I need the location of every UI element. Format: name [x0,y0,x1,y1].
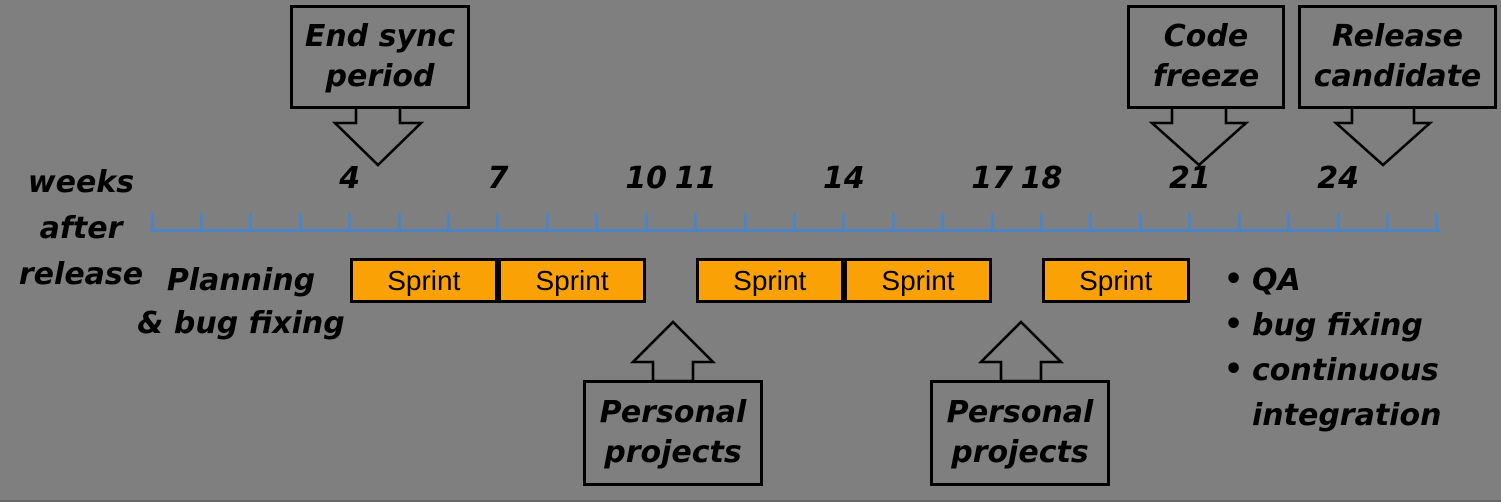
timeline-tick-week-1 [199,213,203,231]
personal-projects-1-line-2: projects [604,435,742,470]
sprint-box-3: Sprint [695,258,844,303]
week-label-11: 11 [674,161,717,196]
release-candidate-down-arrow-icon [1332,104,1434,167]
timeline-tick-week-13 [792,213,796,231]
timeline-tick-week-26 [1435,213,1439,231]
axis-caption-line-3: release [18,257,144,292]
timeline-tick-week-20 [1138,213,1142,231]
week-label-21: 21 [1168,161,1211,196]
timeline-tick-week-19 [1089,213,1093,231]
release-candidate-line-1: Release [1331,19,1464,54]
timeline-tick-week-14 [842,213,846,231]
timeline-tick-week-16 [941,213,945,231]
end-phase-bullet-label: bug fixing [1252,308,1423,343]
week-label-4: 4 [339,161,361,196]
bullet-icon: • [1224,352,1244,387]
planning-phase-caption: Planning & bug fixing [110,259,372,345]
end-phase-bullet-3: •continuous integration [1216,348,1486,438]
timeline-tick-week-7 [496,213,500,231]
week-label-18: 18 [1020,161,1063,196]
timeline-tick-week-11 [694,213,698,231]
end-sync-callout-box: End sync period [290,5,470,109]
personal-projects-2-line-2: projects [951,435,1089,470]
timeline-tick-week-2 [249,213,253,231]
timeline-tick-week-25 [1386,213,1389,231]
end-sync-down-arrow-icon [331,104,425,167]
personal-projects-2-up-arrow-icon [977,320,1065,383]
end-sync-line-1: End sync [304,19,456,54]
axis-caption: weeks after release [6,160,156,298]
timeline-tick-week-22 [1237,213,1241,231]
timeline-tick-week-23 [1287,213,1291,231]
personal-projects-2-line-1: Personal [946,395,1094,430]
sprint-box-4: Sprint [843,258,993,303]
timeline-tick-week-9 [595,213,599,231]
week-label-10: 10 [625,161,668,196]
timeline-tick-week-18 [1040,213,1044,231]
end-sync-line-2: period [325,59,435,94]
code-freeze-callout-box: Code freeze [1127,5,1285,109]
sprint-box-1: Sprint [349,258,498,303]
week-label-7: 7 [487,161,509,196]
timeline-tick-week-5 [397,213,401,231]
code-freeze-line-1: Code [1163,19,1249,54]
timeline-tick-week-0 [150,213,154,231]
timeline-tick-week-17 [990,213,994,231]
axis-caption-line-1: weeks [27,165,135,200]
release-candidate-callout-box: Release candidate [1298,5,1497,109]
personal-projects-1-up-arrow-icon [629,320,717,383]
release-candidate-line-2: candidate [1313,59,1482,94]
end-phase-bullet-label: QA [1252,263,1301,298]
end-phase-bullet-1: •QA [1216,258,1486,303]
personal-projects-1-callout-box: Personal projects [583,380,763,486]
timeline-tick-week-8 [545,213,549,231]
end-phase-bullet-label: continuous integration [1252,353,1442,433]
week-label-24: 24 [1317,161,1359,196]
personal-projects-2-callout-box: Personal projects [930,380,1110,486]
bullet-icon: • [1224,307,1244,342]
week-label-17: 17 [971,161,1013,196]
bullet-icon: • [1224,262,1244,297]
timeline-tick-week-15 [891,213,895,231]
timeline-tick-week-21 [1188,213,1192,231]
end-phase-bullet-list: •QA•bug fixing•continuous integration [1216,258,1486,438]
axis-caption-line-2: after [39,211,123,246]
week-label-14: 14 [823,161,865,196]
timeline-tick-week-4 [348,213,352,231]
end-phase-bullet-2: •bug fixing [1216,303,1486,348]
sprint-box-2: Sprint [497,258,647,303]
timeline-tick-week-3 [298,213,302,231]
personal-projects-1-line-1: Personal [599,395,747,430]
planning-caption-line-1: Planning [166,263,316,298]
code-freeze-line-2: freeze [1152,59,1260,94]
sprint-box-5: Sprint [1041,258,1190,303]
planning-caption-line-2: & bug fixing [137,306,345,341]
timeline-tick-week-24 [1336,213,1340,231]
canvas-bottom-edge [0,500,1501,502]
code-freeze-down-arrow-icon [1148,104,1250,167]
timeline-tick-week-6 [447,213,451,231]
timeline-tick-week-10 [644,213,648,231]
timeline-tick-week-12 [743,213,747,231]
